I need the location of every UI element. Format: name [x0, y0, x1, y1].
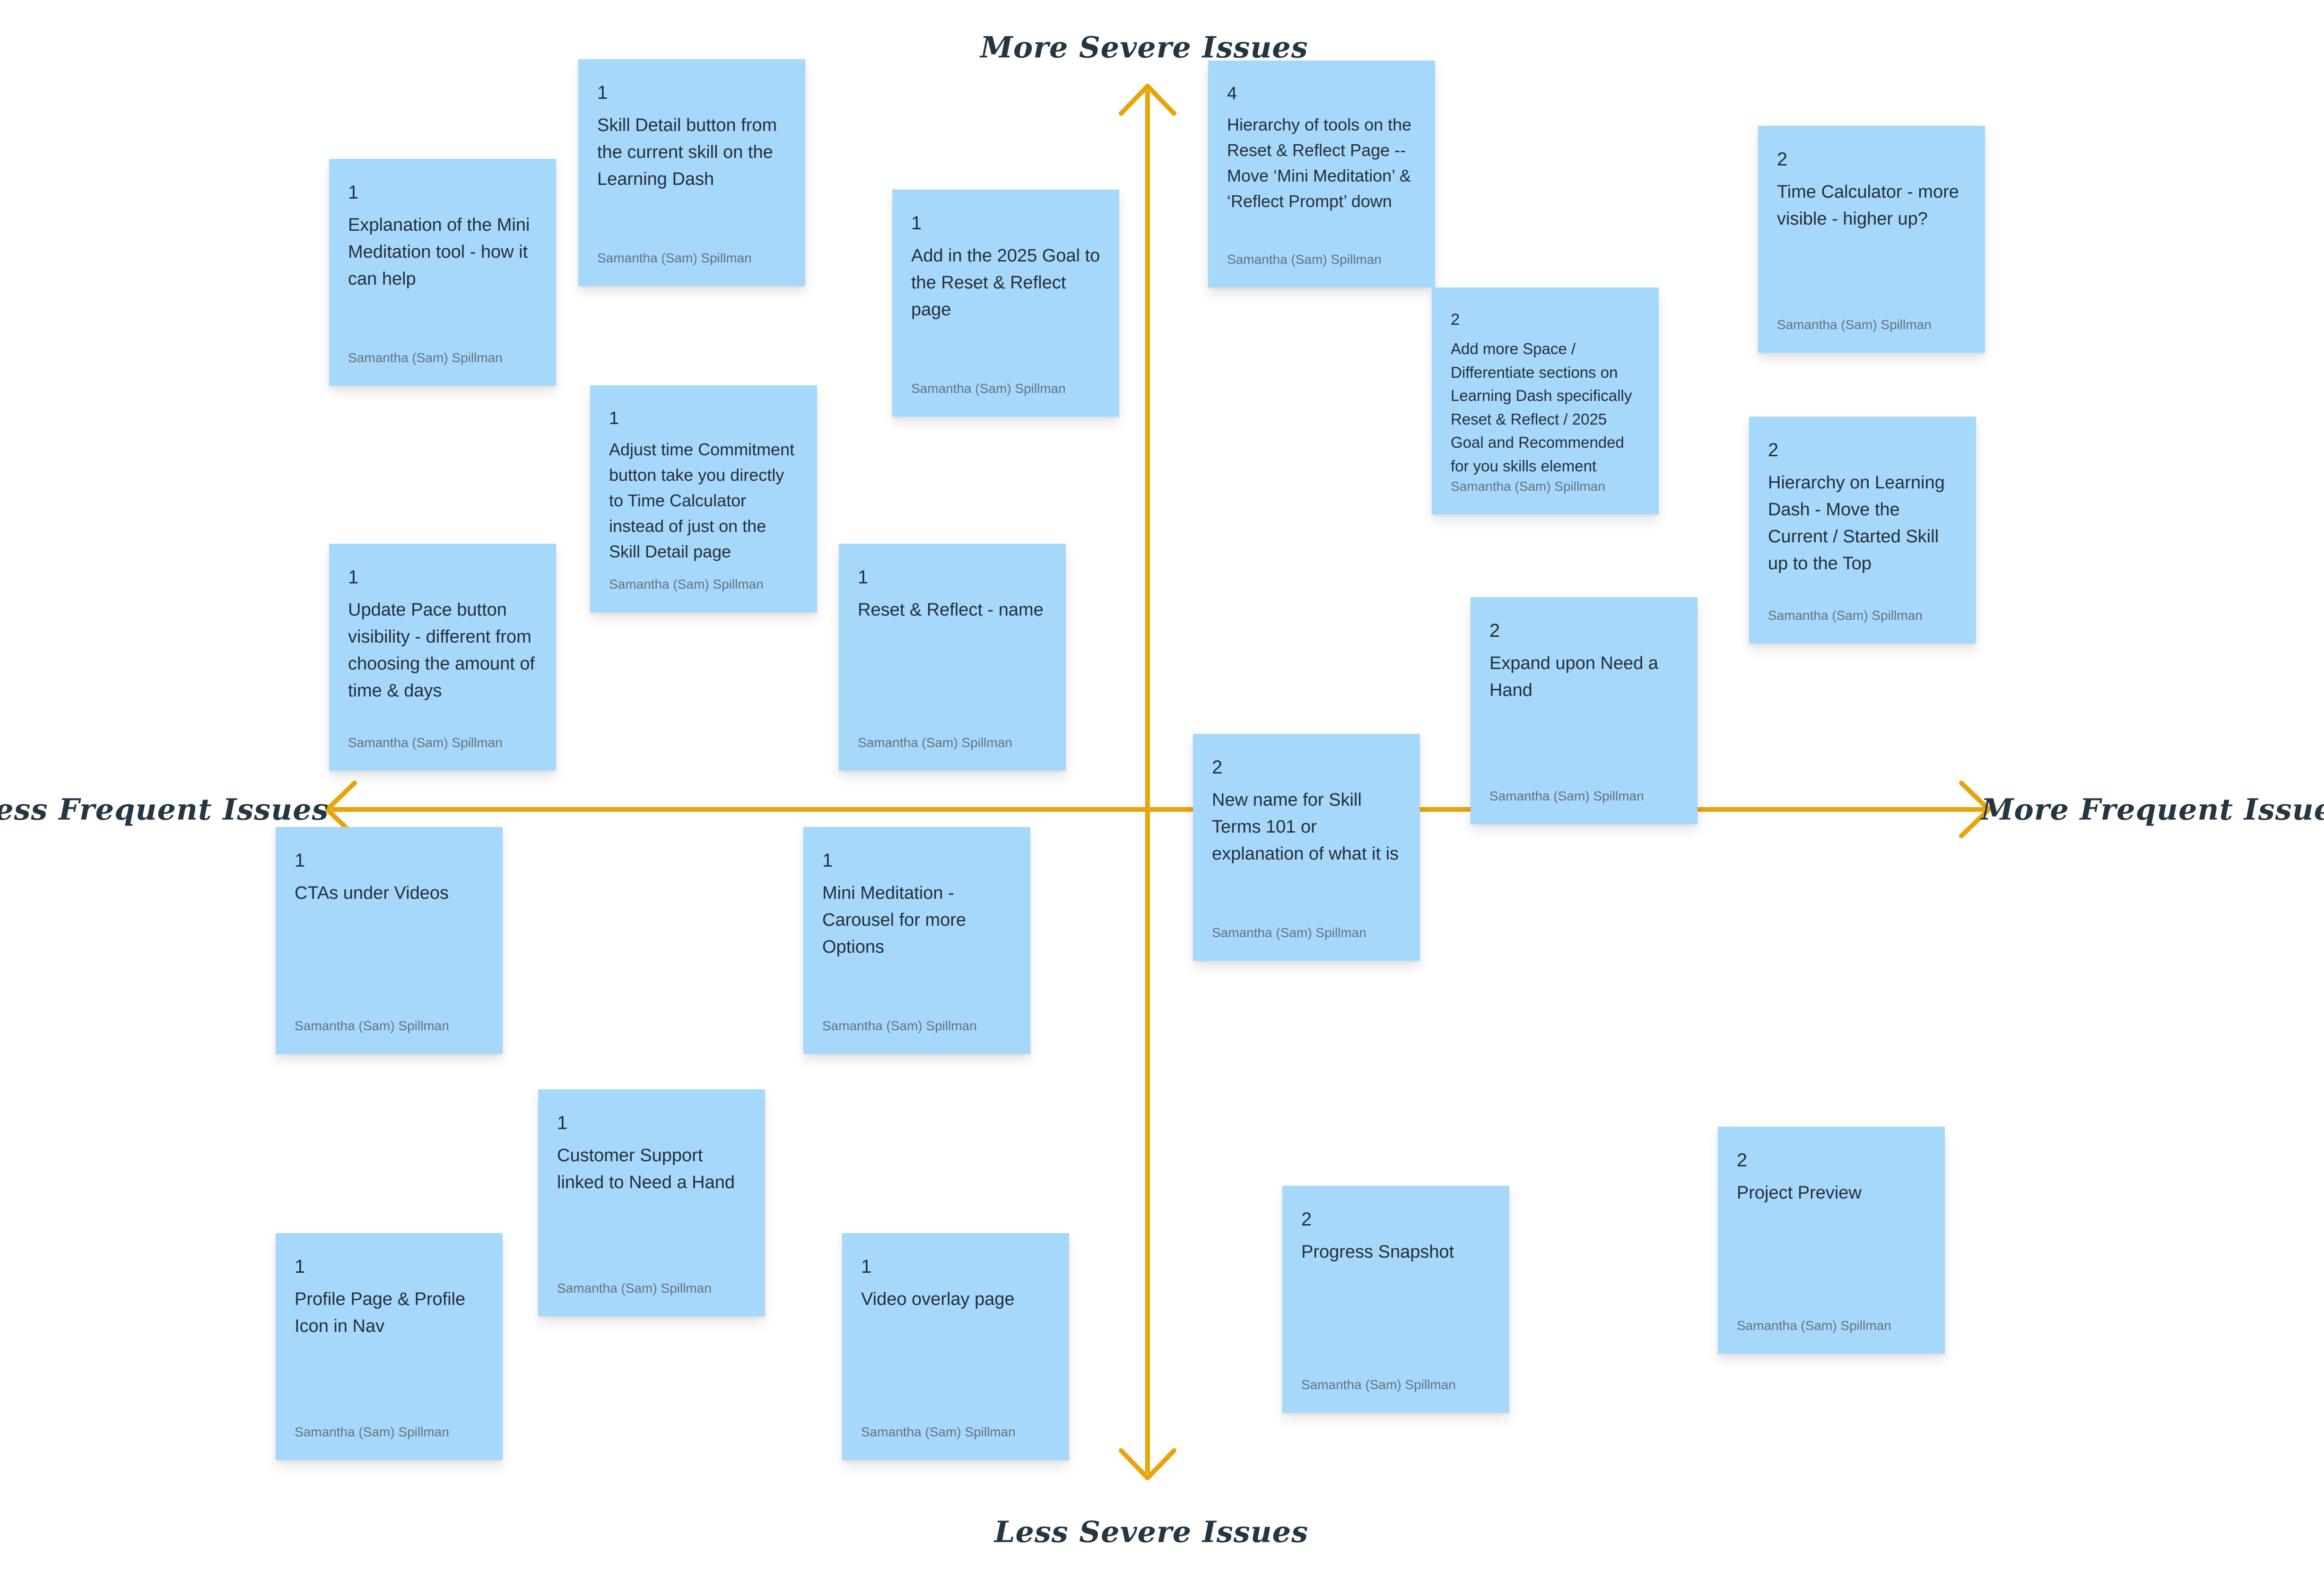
note-author-label: Samantha (Sam) Spillman [1212, 925, 1367, 940]
note-author-label: Samantha (Sam) Spillman [822, 1018, 977, 1034]
note-text: Project Preview [1737, 1182, 1862, 1203]
note-text: Expand upon Need a Hand [1489, 653, 1659, 700]
note-vote-count: 1 [858, 567, 869, 588]
down-arrowhead-icon [1119, 1448, 1176, 1480]
note-text: Update Pace button visibility - differen… [348, 600, 535, 701]
sticky-note-project-preview[interactable]: 2 Project Preview Samantha (Sam) Spillma… [1718, 1127, 1945, 1354]
note-vote-count: 1 [911, 213, 922, 234]
note-text: CTAs under Videos [295, 883, 449, 903]
note-text: Add more Space / Differentiate sections … [1451, 340, 1632, 475]
sticky-note-expand-need-a-hand[interactable]: 2 Expand upon Need a Hand Samantha (Sam)… [1471, 597, 1697, 824]
note-author-label: Samantha (Sam) Spillman [557, 1281, 712, 1296]
sticky-note-time-calculator[interactable]: 2 Time Calculator - more visible - highe… [1758, 126, 1985, 353]
note-author-label: Samantha (Sam) Spillman [348, 735, 503, 750]
sticky-note-ctas-under-videos[interactable]: 1 CTAs under Videos Samantha (Sam) Spill… [276, 827, 503, 1054]
sticky-note-progress-snapshot[interactable]: 2 Progress Snapshot Samantha (Sam) Spill… [1282, 1186, 1509, 1413]
note-vote-count: 2 [1301, 1209, 1312, 1230]
note-author-label: Samantha (Sam) Spillman [1737, 1318, 1891, 1333]
sticky-note-update-pace-button[interactable]: 1 Update Pace button visibility - differ… [329, 544, 556, 771]
note-author-label: Samantha (Sam) Spillman [1777, 317, 1932, 332]
note-text: Profile Page & Profile Icon in Nav [295, 1289, 466, 1336]
note-author-label: Samantha (Sam) Spillman [295, 1425, 449, 1440]
note-text: Reset & Reflect - name [858, 600, 1044, 620]
note-vote-count: 2 [1737, 1150, 1748, 1171]
note-vote-count: 1 [822, 850, 833, 871]
note-vote-count: 1 [348, 182, 359, 203]
axis-label-less-frequent[interactable]: Less Frequent Issues [0, 792, 329, 827]
note-author-label: Samantha (Sam) Spillman [295, 1018, 449, 1034]
note-vote-count: 2 [1451, 311, 1460, 329]
sticky-note-explanation-mini-meditation[interactable]: 1 Explanation of the Mini Meditation too… [329, 159, 556, 386]
axis-label-more-frequent[interactable]: More Frequent Issues [1981, 792, 2324, 827]
sticky-note-skill-detail-button[interactable]: 1 Skill Detail button from the current s… [578, 59, 805, 286]
sticky-note-mini-meditation-carousel[interactable]: 1 Mini Meditation - Carousel for more Op… [803, 827, 1030, 1054]
note-text: Hierarchy of tools on the Reset & Reflec… [1227, 115, 1412, 211]
note-vote-count: 2 [1489, 620, 1500, 641]
note-vote-count: 1 [295, 850, 305, 871]
note-text: Video overlay page [861, 1289, 1015, 1309]
note-author-label: Samantha (Sam) Spillman [1768, 608, 1923, 623]
note-text: New name for Skill Terms 101 or explanat… [1212, 790, 1399, 864]
note-text: Skill Detail button from the current ski… [597, 115, 777, 189]
note-vote-count: 1 [557, 1112, 568, 1133]
note-author-label: Samantha (Sam) Spillman [861, 1425, 1016, 1440]
sticky-note-add-2025-goal[interactable]: 1 Add in the 2025 Goal to the Reset & Re… [892, 190, 1119, 417]
note-vote-count: 2 [1777, 149, 1788, 170]
sticky-note-profile-page[interactable]: 1 Profile Page & Profile Icon in Nav Sam… [276, 1233, 503, 1460]
note-vote-count: 1 [295, 1256, 305, 1277]
note-text: Mini Meditation - Carousel for more Opti… [822, 883, 966, 957]
note-author-label: Samantha (Sam) Spillman [911, 381, 1066, 396]
note-text: Explanation of the Mini Meditation tool … [348, 215, 530, 289]
sticky-note-new-name-skill-terms[interactable]: 2 New name for Skill Terms 101 or explan… [1193, 734, 1420, 961]
note-vote-count: 1 [597, 82, 608, 103]
sticky-note-customer-support[interactable]: 1 Customer Support linked to Need a Hand… [538, 1089, 765, 1316]
note-text: Time Calculator - more visible - higher … [1777, 182, 1959, 229]
sticky-note-reset-reflect-name[interactable]: 1 Reset & Reflect - name Samantha (Sam) … [839, 544, 1066, 771]
note-author-label: Samantha (Sam) Spillman [597, 251, 752, 266]
up-arrowhead-icon [1119, 84, 1176, 116]
note-text: Customer Support linked to Need a Hand [557, 1145, 735, 1192]
note-vote-count: 1 [348, 567, 359, 588]
note-vote-count: 4 [1227, 84, 1237, 104]
note-vote-count: 2 [1212, 757, 1223, 778]
axis-label-more-severe[interactable]: More Severe Issues [980, 30, 1308, 65]
note-vote-count: 2 [1768, 440, 1779, 461]
note-author-label: Samantha (Sam) Spillman [858, 735, 1012, 750]
note-text: Hierarchy on Learning Dash - Move the Cu… [1768, 472, 1945, 574]
note-text: Adjust time Commitment button take you d… [609, 440, 795, 562]
sticky-note-hierarchy-of-tools[interactable]: 4 Hierarchy of tools on the Reset & Refl… [1208, 61, 1435, 287]
note-text: Add in the 2025 Goal to the Reset & Refl… [911, 245, 1100, 320]
sticky-note-hierarchy-learning-dash[interactable]: 2 Hierarchy on Learning Dash - Move the … [1749, 417, 1976, 643]
note-vote-count: 1 [861, 1256, 872, 1277]
note-author-label: Samantha (Sam) Spillman [1227, 252, 1382, 267]
note-author-label: Samantha (Sam) Spillman [609, 577, 764, 592]
note-author-label: Samantha (Sam) Spillman [1301, 1377, 1456, 1392]
note-vote-count: 1 [609, 408, 619, 428]
sticky-note-video-overlay[interactable]: 1 Video overlay page Samantha (Sam) Spil… [842, 1233, 1069, 1460]
note-author-label: Samantha (Sam) Spillman [348, 350, 503, 365]
axis-label-less-severe[interactable]: Less Severe Issues [994, 1514, 1309, 1549]
sticky-note-add-more-space[interactable]: 2 Add more Space / Differentiate section… [1432, 287, 1659, 514]
sticky-note-adjust-time-commitment[interactable]: 1 Adjust time Commitment button take you… [590, 385, 817, 612]
note-author-label: Samantha (Sam) Spillman [1451, 479, 1605, 494]
note-text: Progress Snapshot [1301, 1242, 1454, 1262]
right-arrowhead-icon [1959, 781, 1991, 838]
note-author-label: Samantha (Sam) Spillman [1489, 789, 1644, 804]
